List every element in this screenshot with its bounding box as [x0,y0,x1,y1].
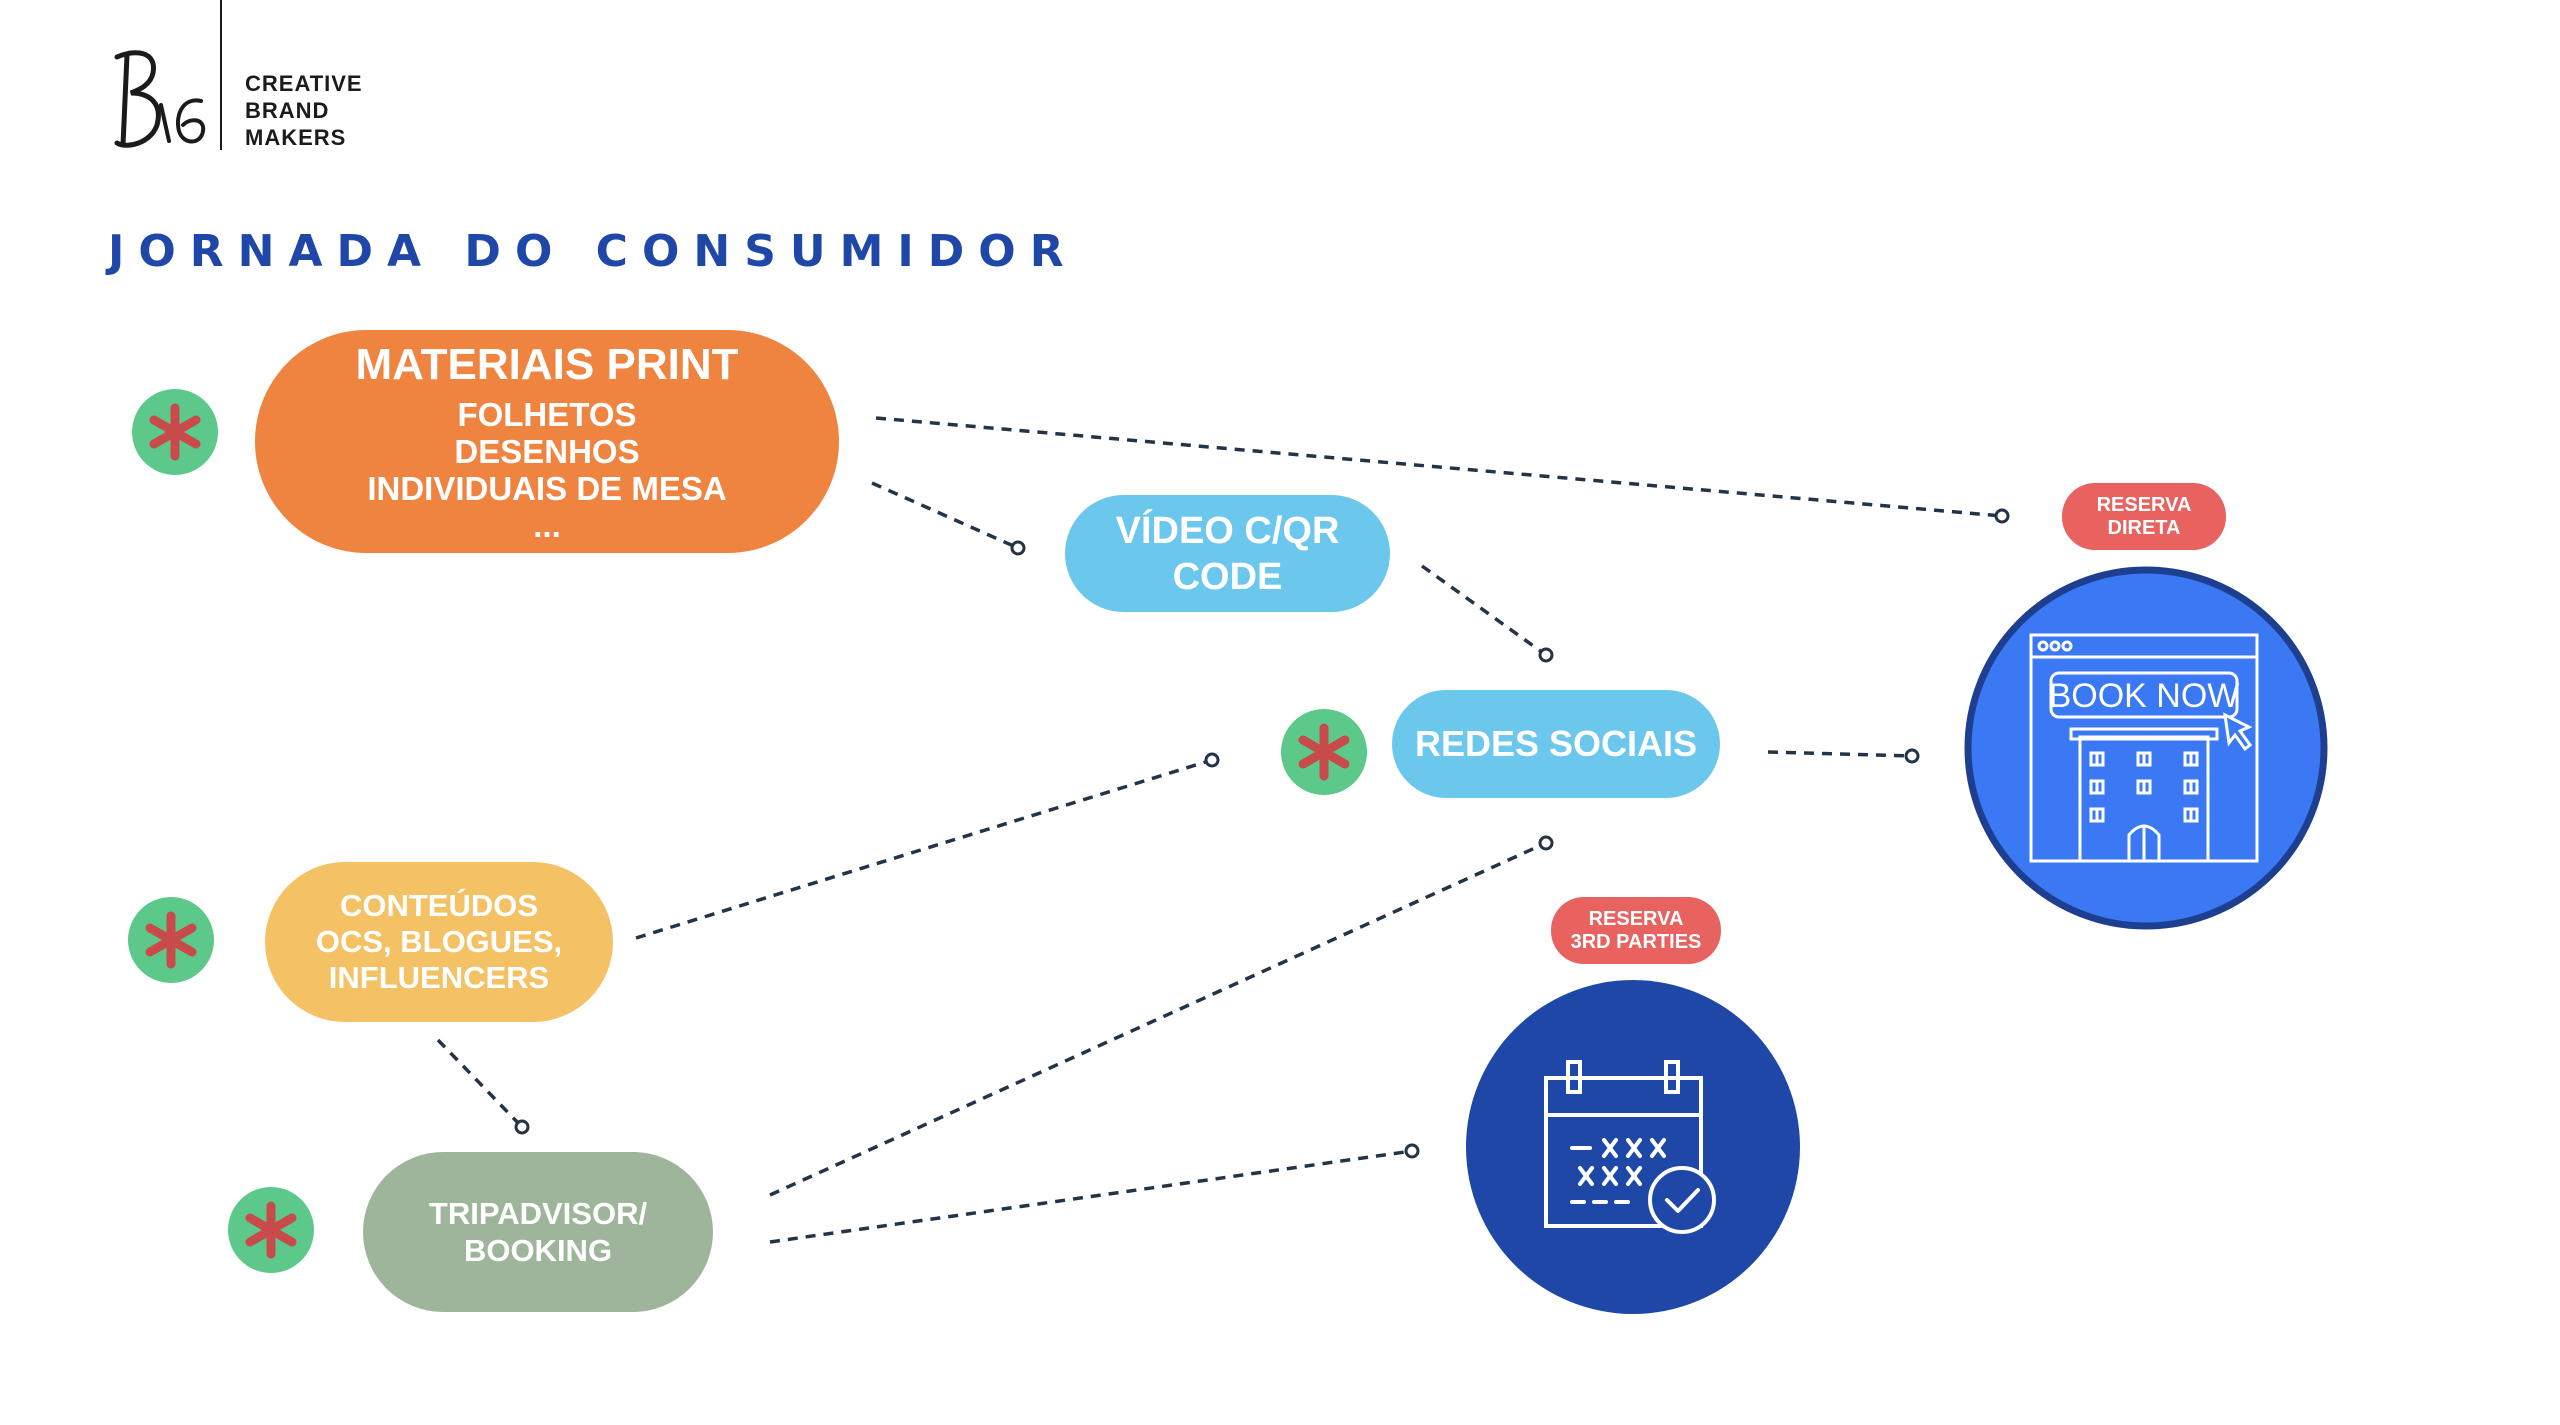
book-now-label: BOOK NOW [2049,677,2240,715]
connector-endpoint [1404,1143,1420,1159]
node-heading: MATERIAIS PRINT [355,339,739,389]
tag-reserva-direta: RESERVA DIRETA [2062,483,2226,550]
node-label: REDES SOCIAIS [1414,723,1698,764]
page-title: JORNADA DO CONSUMIDOR [108,226,1078,277]
calendar-check-icon [1466,980,1800,1314]
node-line: BOOKING [463,1233,613,1268]
connector-endpoint [1538,647,1554,663]
star-badge-icon [1276,704,1372,800]
hotel-booking-icon: BOOK NOW [1964,566,2328,930]
star-badge-icon [223,1182,319,1278]
node-line: OCS, BLOGUES, [315,924,563,959]
tag-line: DIRETA [2107,516,2181,539]
tag-line: RESERVA [2096,493,2192,516]
node-line: TRIPADVISOR/ [428,1196,648,1231]
node-item: FOLHETOS [457,395,637,433]
brand-name: CREATIVE BRAND MAKERS [245,70,363,151]
node-item: INDIVIDUAIS DE MESA [367,469,727,507]
connector-endpoint [1538,835,1554,851]
node-tripadvisor-booking: TRIPADVISOR/ BOOKING [363,1152,713,1312]
node-line: CODE [1172,555,1283,598]
tag-line: 3RD PARTIES [1570,930,1702,953]
connector-endpoint [514,1119,530,1135]
brand-line: CREATIVE [245,71,363,96]
node-redes-sociais: REDES SOCIAIS [1392,690,1720,798]
connector-print-to-video [871,481,1019,550]
node-item: DESENHOS [454,432,640,470]
tag-line: RESERVA [1588,907,1684,930]
brand-line: MAKERS [245,125,347,150]
node-materiais-print: MATERIAIS PRINT FOLHETOS DESENHOS INDIVI… [255,330,839,553]
node-line: INFLUENCERS [328,960,550,995]
connector-endpoint [1904,748,1920,764]
node-item: ... [533,506,561,544]
connector-conteudos-to-trip [436,1038,524,1129]
connector-video-to-redes [1420,564,1548,657]
tag-reserva-3rd-parties: RESERVA 3RD PARTIES [1551,897,1721,964]
star-badge-icon [123,892,219,988]
brand-monogram-logo [114,50,206,148]
connector-trip-to-3rd [769,1149,1413,1244]
connector-conteudos-to-redes [635,758,1213,940]
connector-endpoint [1994,508,2010,524]
connector-redes-to-direct [1767,750,1913,758]
connector-print-to-direct [875,416,2003,518]
connector-endpoint [1010,540,1026,556]
node-video-qr: VÍDEO C/QR CODE [1065,495,1390,612]
node-line: CONTEÚDOS [339,888,539,923]
node-conteudos: CONTEÚDOS OCS, BLOGUES, INFLUENCERS [265,862,613,1022]
connector-trip-to-redes [769,841,1547,1197]
brand-line: BRAND [245,98,330,123]
logo-divider [220,0,222,150]
star-badge-icon [127,384,223,480]
node-line: VÍDEO C/QR [1115,509,1340,552]
connector-endpoint [1204,752,1220,768]
